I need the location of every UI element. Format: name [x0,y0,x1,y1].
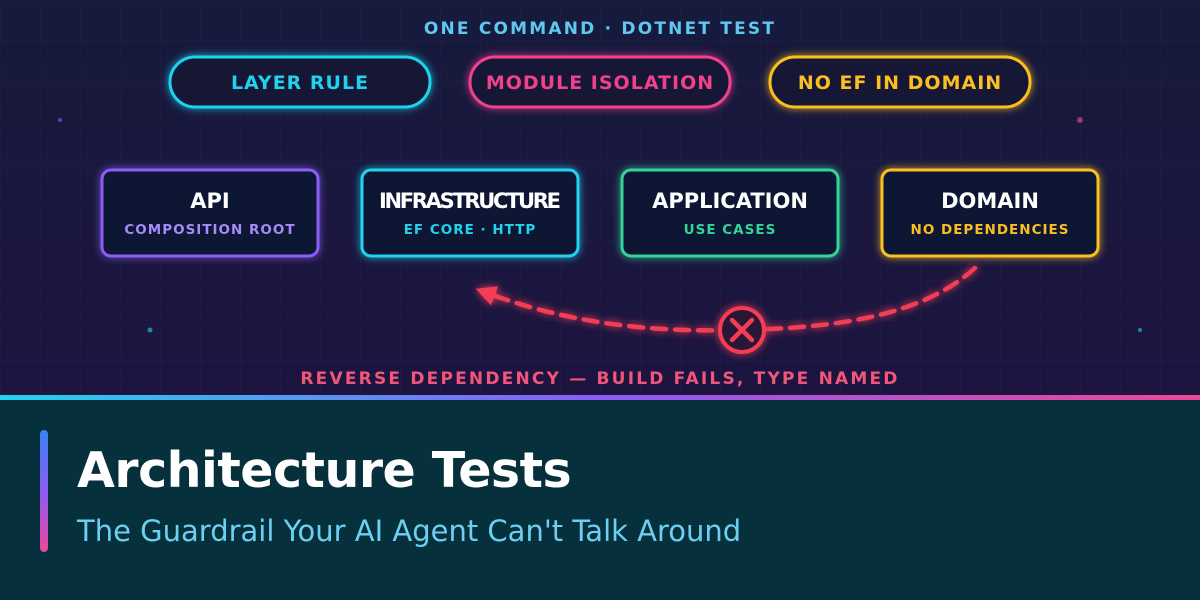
layer-box-api: API COMPOSITION ROOT [100,168,320,258]
gradient-divider [0,395,1200,400]
rule-pill-label: NO EF IN DOMAIN [798,72,1002,94]
layer-box-infrastructure: INFRASTRUCTURE EF CORE · HTTP [360,168,580,258]
layer-title: APPLICATION [652,189,808,213]
decor-dot [1077,117,1083,123]
rule-pill-no-ef-in-domain: NO EF IN DOMAIN [768,55,1032,109]
accent-bar [40,430,48,552]
architecture-diagram: ONE COMMAND · DOTNET TEST LAYER RULE MODU… [0,0,1200,400]
rule-pills: LAYER RULE MODULE ISOLATION NO EF IN DOMAI… [168,55,1032,109]
layer-subtitle: EF CORE · HTTP [404,222,537,238]
decor-dot [1138,328,1142,332]
page-title: Architecture Tests [77,442,572,499]
page-subtitle: The Guardrail Your AI Agent Can't Talk A… [77,514,742,548]
rule-pill-module-isolation: MODULE ISOLATION [468,55,732,109]
rule-pill-label: LAYER RULE [231,72,369,94]
x-circle-icon [718,306,766,354]
title-banner: Architecture Tests The Guardrail Your AI… [0,400,1200,600]
layer-subtitle: COMPOSITION ROOT [124,222,295,238]
rule-pill-layer-rule: LAYER RULE [168,55,432,109]
layer-title: INFRASTRUCTURE [379,189,561,213]
decor-dot [58,118,62,122]
rule-pill-outline [468,55,732,109]
rule-pill-outline [768,55,1032,109]
rule-pill-outline [168,55,432,109]
decor-dot [147,327,153,333]
reverse-dependency-caption: REVERSE DEPENDENCY — BUILD FAILS, TYPE N… [300,369,899,389]
layer-box-outline [880,168,1100,258]
layer-title: DOMAIN [941,189,1039,213]
layer-box-outline [360,168,580,258]
layer-box-outline [620,168,840,258]
layer-title: API [190,189,229,213]
layer-box-application: APPLICATION USE CASES [620,168,840,258]
reverse-dependency-arrow [475,265,978,333]
command-caption: ONE COMMAND · DOTNET TEST [424,19,776,39]
layer-subtitle: NO DEPENDENCIES [911,222,1070,238]
layer-boxes: API COMPOSITION ROOT INFRASTRUCTURE EF CORE… [100,168,1100,258]
rule-pill-label: MODULE ISOLATION [486,72,714,94]
layer-subtitle: USE CASES [684,222,777,238]
layer-box-outline [100,168,320,258]
layer-box-domain: DOMAIN NO DEPENDENCIES [880,168,1100,258]
